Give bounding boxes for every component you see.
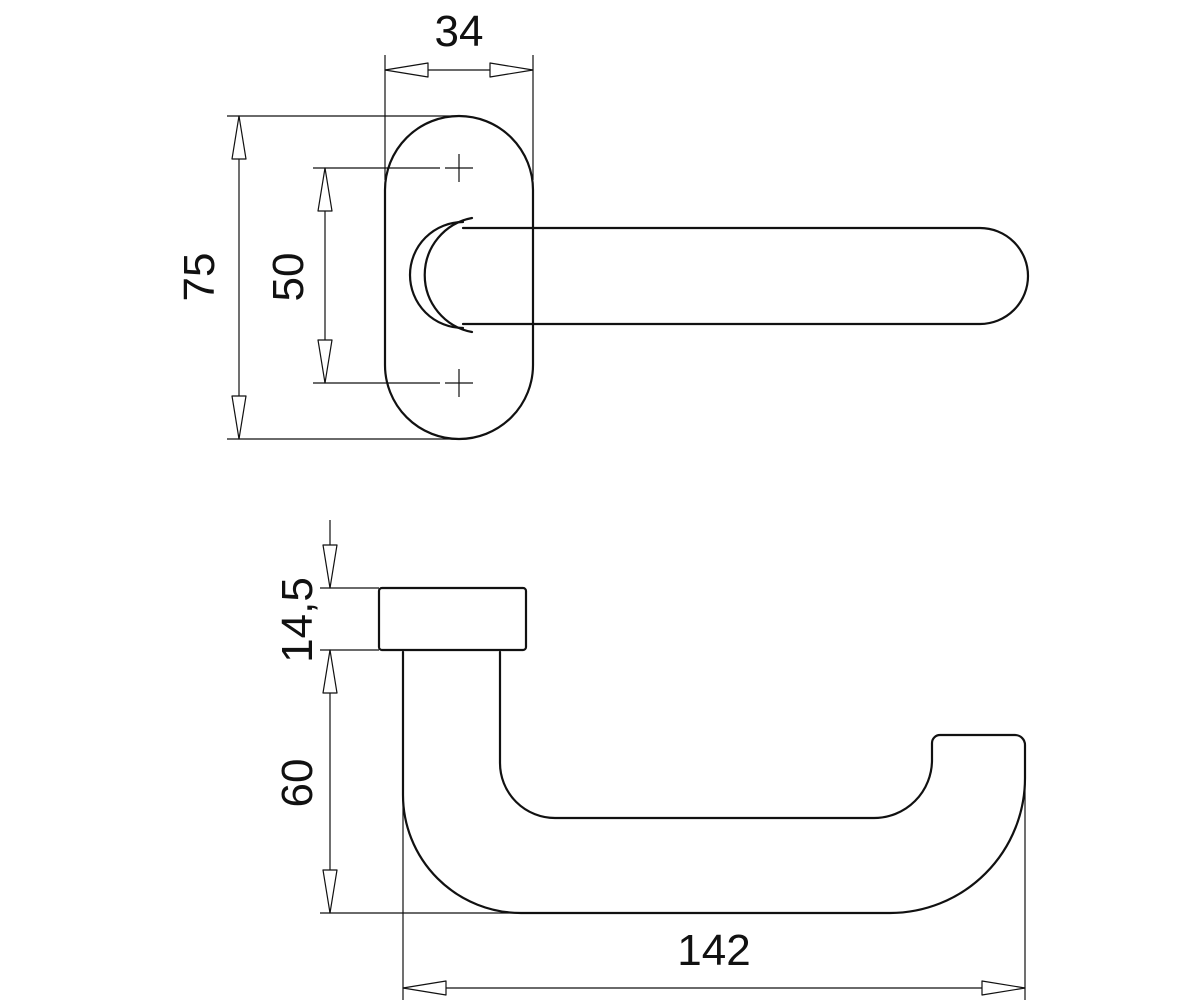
dimension-plate-width: 34 [384, 7, 534, 180]
lever-body [401, 650, 1027, 915]
dimension-label-60: 60 [273, 759, 322, 808]
dimension-lever-height: 60 [273, 759, 560, 914]
dimension-label-142: 142 [677, 926, 750, 975]
lever-grip [461, 226, 1030, 326]
dimension-rose-thickness: 14,5 [273, 520, 379, 913]
dimension-label-34: 34 [435, 7, 484, 56]
dimension-screw-spacing: 50 [264, 167, 440, 384]
screw-hole-bottom [445, 369, 473, 397]
dimension-label-75: 75 [175, 253, 224, 302]
dimension-label-14-5: 14,5 [273, 577, 322, 663]
lever-rose [408, 220, 465, 330]
lever-rose-inner [423, 216, 474, 334]
side-view: 14,5 60 142 [273, 520, 1027, 1000]
backplate-outline [383, 114, 535, 441]
front-view: 34 75 50 [175, 7, 1030, 441]
dimension-label-50: 50 [264, 253, 313, 302]
dimension-plate-height: 75 [175, 115, 460, 440]
screw-hole-top [445, 154, 473, 182]
dimension-lever-length: 142 [402, 745, 1026, 1000]
rose-block [377, 586, 528, 652]
